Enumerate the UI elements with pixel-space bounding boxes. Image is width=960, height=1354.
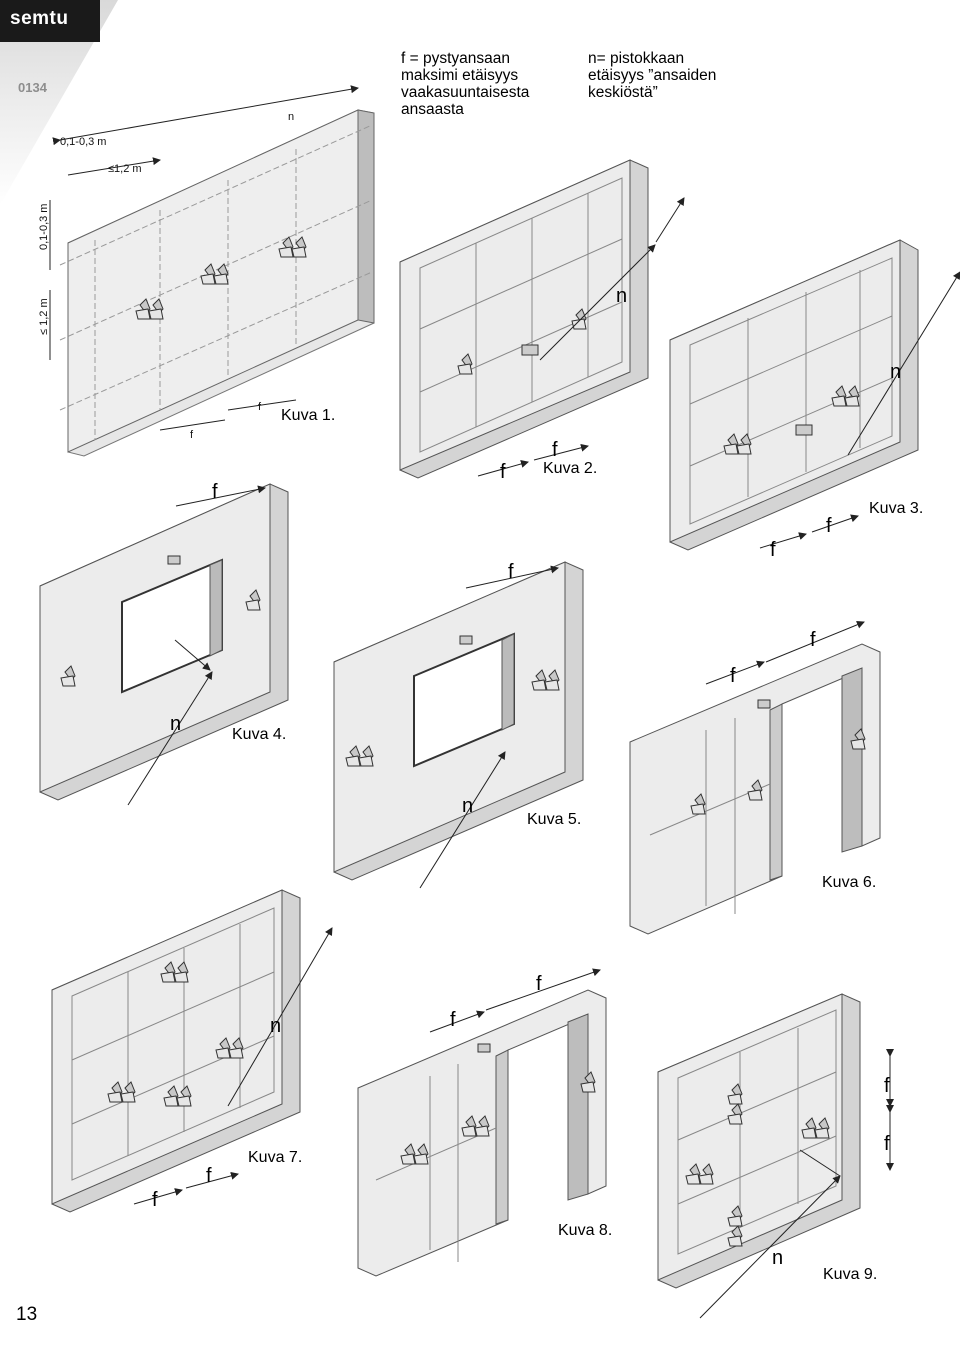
legend-n: n= pistokkaan etäisyys ”ansaiden keskiös… bbox=[588, 50, 716, 101]
caption-kuva-2: Kuva 2. bbox=[543, 460, 598, 477]
dim-left-spacing: ≤ 1,2 m bbox=[38, 298, 50, 335]
dim-n: n bbox=[170, 713, 181, 735]
dim-n: n bbox=[270, 1015, 281, 1037]
caption-kuva-3: Kuva 3. bbox=[869, 500, 924, 517]
legend-f-line: maksimi etäisyys bbox=[401, 67, 519, 84]
figure-3: n f f bbox=[669, 239, 960, 561]
caption-kuva-4: Kuva 4. bbox=[232, 726, 287, 743]
caption-kuva-1: Kuva 1. bbox=[281, 407, 336, 424]
dim-f: f bbox=[508, 561, 514, 583]
dim-f: f bbox=[206, 1165, 212, 1187]
figure-8: f f bbox=[357, 968, 607, 1277]
legend-n-line: etäisyys ”ansaiden bbox=[588, 67, 717, 84]
brand-logo: semtu bbox=[10, 8, 69, 29]
figure-2: n f f bbox=[399, 159, 685, 483]
dim-f: f bbox=[190, 429, 194, 441]
legend-f: f = pystyansaan maksimi etäisyys vaakasu… bbox=[401, 50, 529, 118]
figure-5: n f bbox=[333, 561, 584, 889]
dim-n: n bbox=[462, 795, 473, 817]
dim-f: f bbox=[500, 461, 506, 483]
dim-n: n bbox=[890, 361, 901, 383]
dim-f: f bbox=[450, 1009, 456, 1031]
page-number: 13 bbox=[16, 1304, 38, 1325]
dim-f: f bbox=[884, 1075, 890, 1097]
figure-6: f f bbox=[629, 620, 881, 935]
dim-f: f bbox=[826, 515, 832, 537]
dim-f: f bbox=[536, 973, 542, 995]
caption-kuva-6: Kuva 6. bbox=[822, 874, 877, 891]
figure-7: n f f bbox=[51, 889, 333, 1213]
caption-kuva-8: Kuva 8. bbox=[558, 1222, 613, 1239]
dim-left-offset: 0,1-0,3 m bbox=[38, 204, 50, 250]
caption-kuva-5: Kuva 5. bbox=[527, 811, 582, 828]
dim-n: n bbox=[288, 111, 294, 123]
dim-f: f bbox=[884, 1133, 890, 1155]
dim-f: f bbox=[552, 439, 558, 461]
dim-f: f bbox=[258, 401, 262, 413]
dim-top-offset: 0,1-0,3 m bbox=[60, 136, 106, 148]
dim-top-spacing: ≤1,2 m bbox=[108, 163, 142, 175]
figure-9: n f f bbox=[657, 993, 894, 1319]
caption-kuva-7: Kuva 7. bbox=[248, 1149, 303, 1166]
dim-f: f bbox=[212, 481, 218, 503]
dim-n: n bbox=[616, 285, 627, 307]
dim-n: n bbox=[772, 1247, 783, 1269]
caption-kuva-9: Kuva 9. bbox=[823, 1266, 878, 1283]
dim-f: f bbox=[152, 1189, 158, 1211]
legend-f-line: vaakasuuntaisesta bbox=[401, 84, 530, 101]
figure-1: 0,1-0,3 m ≤1,2 m 0,1-0,3 m ≤ 1,2 m n f f bbox=[38, 85, 375, 457]
dim-f: f bbox=[810, 629, 816, 651]
legend-n-line: keskiöstä” bbox=[588, 84, 658, 101]
legend-f-line: f = pystyansaan bbox=[401, 50, 510, 67]
figure-4: n f bbox=[39, 481, 289, 806]
legend-f-line: ansaasta bbox=[401, 101, 464, 118]
dim-f: f bbox=[770, 539, 776, 561]
side-tag: 0134 bbox=[18, 80, 47, 95]
dim-f: f bbox=[730, 665, 736, 687]
legend-n-line: n= pistokkaan bbox=[588, 50, 685, 67]
